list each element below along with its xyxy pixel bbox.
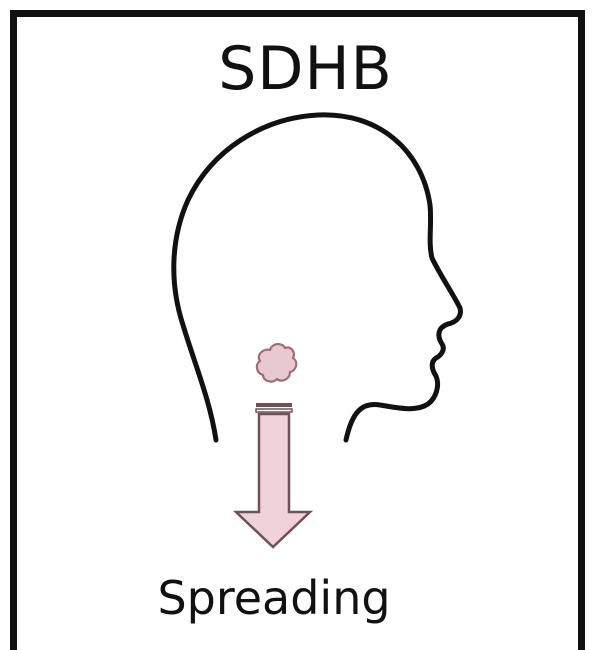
tumor-blob-icon <box>257 344 296 381</box>
head-profile-icon <box>174 115 461 440</box>
diagram-caption: Spreading <box>0 568 548 628</box>
arrow-down-icon <box>236 403 310 547</box>
